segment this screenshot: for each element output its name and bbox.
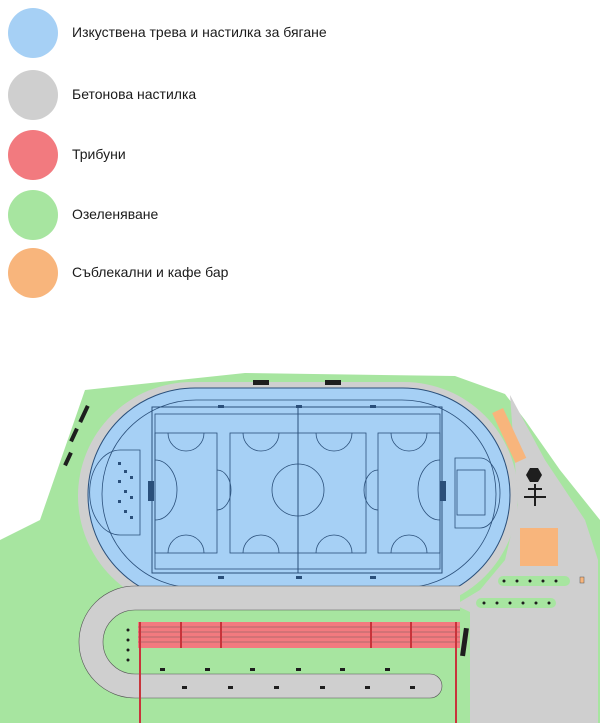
west-benches xyxy=(63,404,90,467)
legend-label-greenery: Озеленяване xyxy=(72,206,159,222)
legend-item-locker-cafe: Съблекални и кафе бар xyxy=(8,248,588,300)
site-plan xyxy=(0,373,600,723)
goal-west xyxy=(148,481,154,501)
stands xyxy=(138,622,460,648)
legend-label-concrete: Бетонова настилка xyxy=(72,86,197,102)
legend-swatch-stands xyxy=(8,130,58,180)
west-area-symbols xyxy=(118,462,133,519)
stands-rows xyxy=(138,626,460,643)
east-small-court xyxy=(456,469,486,516)
legend-label-turf: Изкуствена трева и настилка за бягане xyxy=(72,24,327,40)
legend-label-locker-cafe: Съблекални и кафе бар xyxy=(72,264,229,280)
east-equipment xyxy=(524,484,546,506)
track-markers xyxy=(218,405,376,579)
east-jump-area xyxy=(454,457,501,529)
legend-item-stands: Трибуни xyxy=(8,130,588,182)
goal-east xyxy=(440,481,446,501)
centre-circle xyxy=(271,463,325,517)
legend-label-stands: Трибуни xyxy=(72,146,126,162)
tree-dots xyxy=(482,579,558,605)
west-jump-area xyxy=(89,449,141,536)
football-field xyxy=(151,406,443,574)
green-strip-south xyxy=(476,598,556,608)
legend-swatch-greenery xyxy=(8,190,58,240)
south-trees xyxy=(126,627,469,689)
hexagon-pavilion xyxy=(526,468,542,482)
legend-swatch-locker-cafe xyxy=(8,248,58,298)
green-strip-east xyxy=(498,576,570,586)
locker-rooms-building xyxy=(520,528,558,566)
south-walkway xyxy=(79,586,460,698)
court-arcs xyxy=(154,432,441,554)
stand-edge-east xyxy=(455,622,457,723)
stand-edge-west xyxy=(139,622,141,723)
legend-item-greenery: Озеленяване xyxy=(8,190,588,242)
legend-swatch-turf xyxy=(8,8,58,58)
legend: Изкуствена трева и настилка за бягане Бе… xyxy=(0,0,600,320)
legend-item-concrete: Бетонова настилка xyxy=(8,70,588,122)
gate-marker xyxy=(579,576,585,584)
legend-item-turf: Изкуствена трева и настилка за бягане xyxy=(8,8,588,60)
court-1 xyxy=(154,432,218,554)
legend-swatch-concrete xyxy=(8,70,58,120)
north-building-2 xyxy=(325,380,341,385)
cafe-bar-building xyxy=(492,407,527,463)
north-building-1 xyxy=(253,380,269,385)
south-walkway-edge xyxy=(78,585,460,699)
stands-dividers xyxy=(180,622,412,648)
